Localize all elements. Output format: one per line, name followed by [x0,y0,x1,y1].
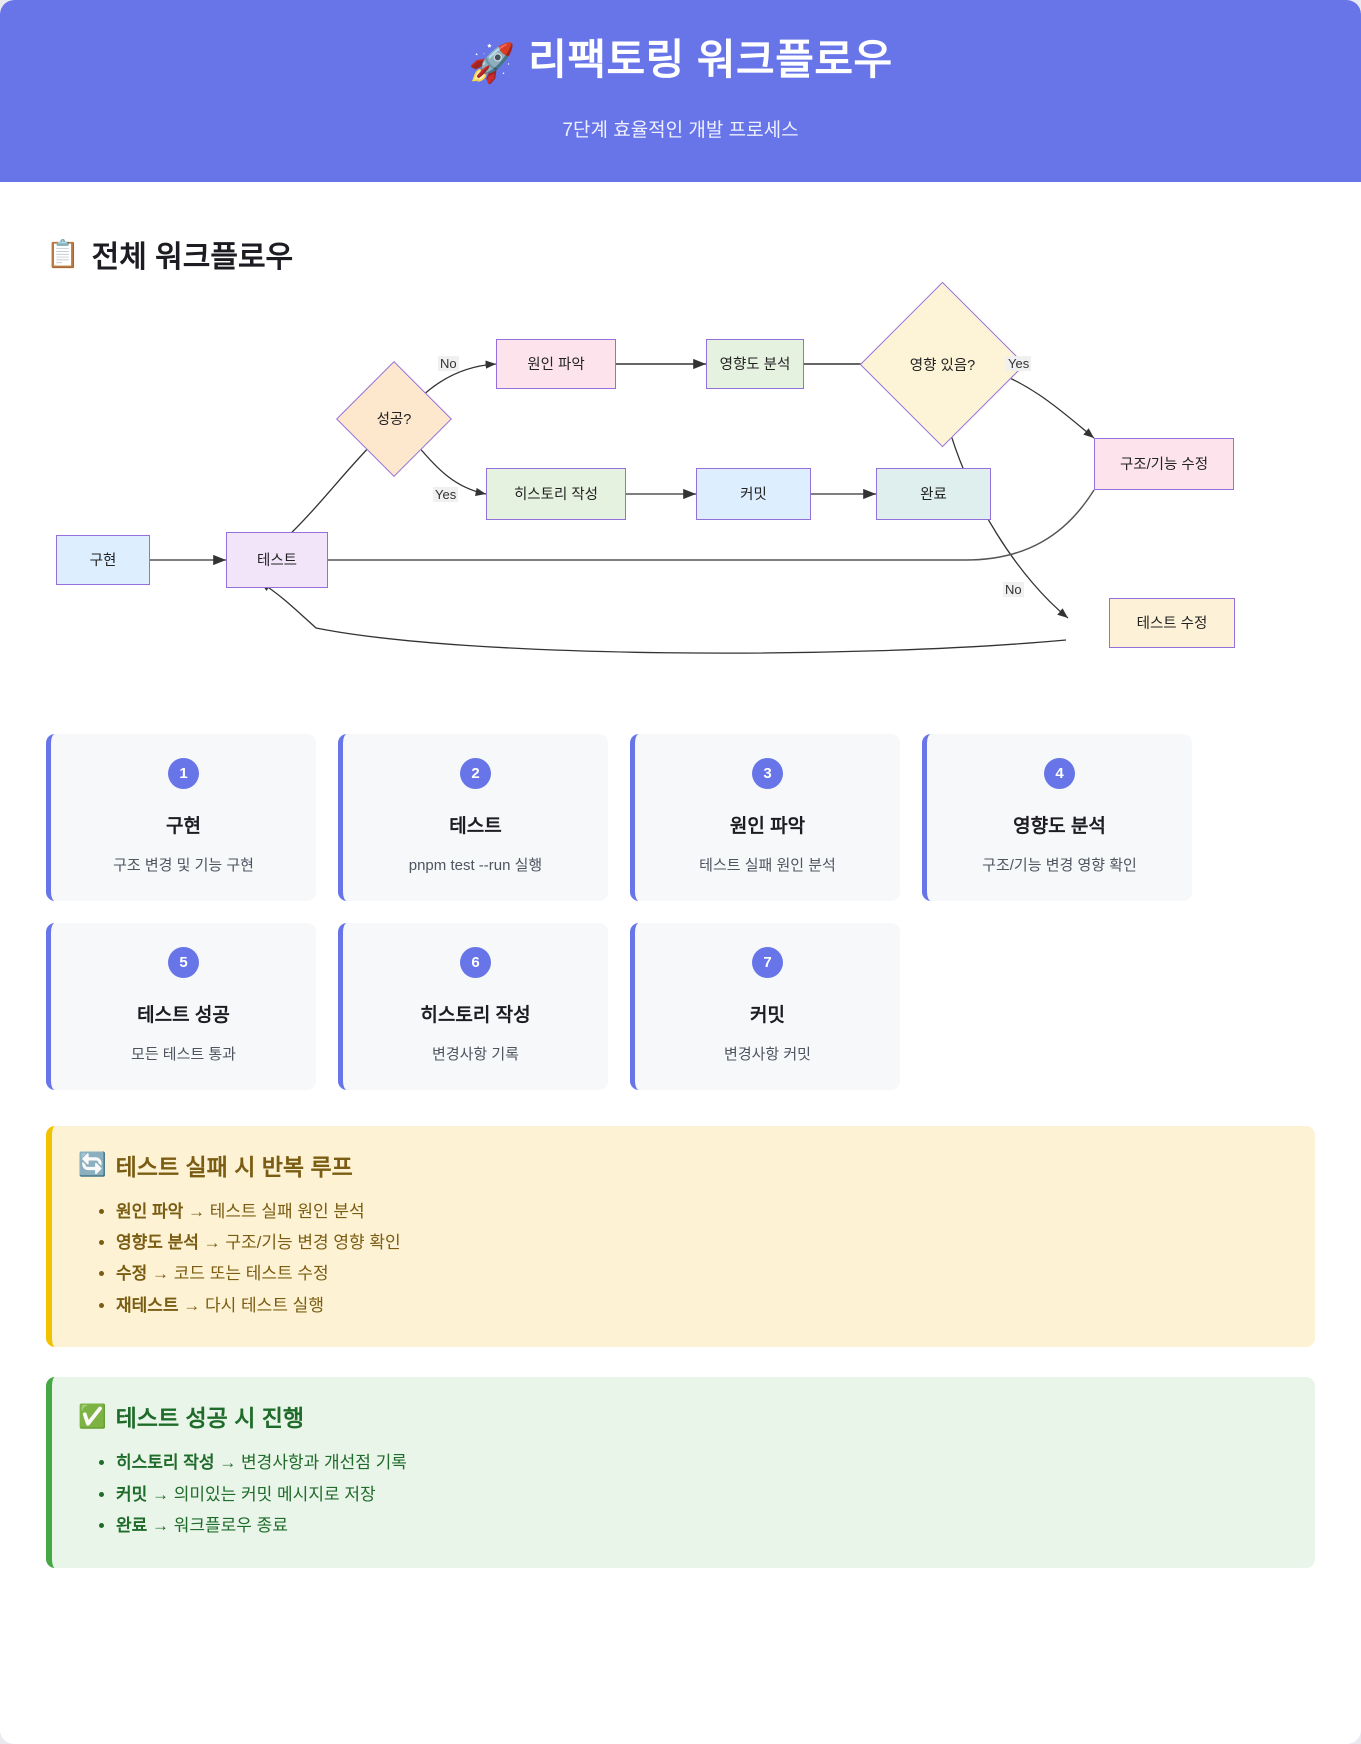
check-mark-icon: ✅ [78,1402,107,1429]
page-header: 🚀 리팩토링 워크플로우 7단계 효율적인 개발 프로세스 [0,0,1361,182]
flow-node-commit[interactable]: 커밋 [696,467,811,520]
refresh-icon: 🔄 [78,1151,107,1177]
step-title: 히스토리 작성 [420,1004,531,1026]
loop-panel-item: 영향도 분석 → 구조/기능 변경 영향 확인 [116,1227,1289,1258]
success-panel-item: 히스토리 작성 → 변경사항과 개선점 기록 [116,1447,1289,1478]
step-card[interactable]: 1 구현 구조 변경 및 기능 구현 [46,733,316,901]
step-description: pnpm test --run 실행 [408,856,543,874]
edge-label-no-success: No [438,355,459,371]
step-number: 1 [168,757,199,789]
arrow-icon: → [203,1232,221,1252]
flow-node-label: 원인 파악 [527,357,585,373]
loop-panel-item: 수정 → 코드 또는 테스트 수정 [116,1258,1289,1289]
rocket-icon: 🚀 [468,43,517,85]
step-card[interactable]: 3 원인 파악 테스트 실패 원인 분석 [630,733,900,901]
success-item-desc: 변경사항과 개선점 기록 [241,1453,407,1473]
section-heading-text: 전체 워크플로우 [91,240,294,274]
clipboard-icon: 📋 [46,238,80,269]
flow-node-label: 테스트 [256,553,298,569]
step-number: 6 [460,946,491,978]
flow-node-label: 커밋 [740,487,767,503]
step-description: 변경사항 커밋 [724,1045,811,1063]
success-panel-item: 완료 → 워크플로우 종료 [116,1510,1289,1541]
flow-node-history[interactable]: 히스토리 작성 [486,467,626,520]
step-title: 커밋 [750,1004,785,1026]
step-title: 테스트 [449,815,502,837]
loop-item-desc: 다시 테스트 실행 [205,1295,324,1315]
workflow-flowchart: 구현 테스트 원인 파악 영향도 분석 구조/기능 수정 테스트 수정 히스토리… [46,281,1315,700]
step-card[interactable]: 6 히스토리 작성 변경사항 기록 [338,922,608,1090]
page-title-text: 리팩토링 워크플로우 [528,36,893,83]
step-number: 7 [752,946,783,978]
loop-panel-list: 원인 파악 → 테스트 실패 원인 분석 영향도 분석 → 구조/기능 변경 영… [78,1196,1289,1322]
step-title: 영향도 분석 [1013,815,1106,837]
arrow-icon: → [183,1295,201,1315]
step-description: 구조/기능 변경 영향 확인 [982,856,1137,874]
page-subtitle: 7단계 효율적인 개발 프로세스 [562,119,799,141]
flow-node-impl[interactable]: 구현 [56,534,150,585]
success-item-term: 완료 [116,1516,148,1536]
flow-node-impact[interactable]: 영향도 분석 [706,338,804,389]
step-description: 테스트 실패 원인 분석 [699,856,836,874]
success-panel-title: 테스트 성공 시 진행 [115,1405,305,1432]
flow-node-label: 구현 [89,553,117,569]
arrow-icon: → [152,1264,170,1284]
loop-item-term: 재테스트 [116,1295,179,1315]
success-item-term: 커밋 [116,1484,148,1504]
loop-panel: 🔄 테스트 실패 시 반복 루프 원인 파악 → 테스트 실패 원인 분석 영향… [46,1125,1315,1348]
flow-node-fix-test[interactable]: 테스트 수정 [1109,597,1235,648]
success-item-desc: 워크플로우 종료 [173,1516,288,1536]
step-number: 2 [460,757,491,789]
flow-node-label: 영향도 분석 [719,357,791,373]
flow-node-cause[interactable]: 원인 파악 [496,338,616,389]
flow-node-done[interactable]: 완료 [876,467,991,520]
edge-label-yes-success: Yes [433,486,459,502]
success-panel-list: 히스토리 작성 → 변경사항과 개선점 기록 커밋 → 의미있는 커밋 메시지로… [78,1447,1289,1541]
step-title: 구현 [166,815,201,837]
step-card[interactable]: 2 테스트 pnpm test --run 실행 [338,733,608,901]
page-title: 🚀 리팩토링 워크플로우 [20,34,1341,89]
arrow-icon: → [152,1516,170,1536]
loop-item-desc: 코드 또는 테스트 수정 [173,1264,329,1284]
flow-node-label: 완료 [920,487,947,503]
step-description: 모든 테스트 통과 [131,1045,236,1063]
section-heading: 📋 전체 워크플로우 [46,232,1315,276]
flow-node-fix-code[interactable]: 구조/기능 수정 [1094,437,1234,490]
success-item-desc: 의미있는 커밋 메시지로 저장 [173,1484,376,1504]
step-card-grid: 1 구현 구조 변경 및 기능 구현 2 테스트 pnpm test --run… [46,733,1315,1090]
flow-node-label: 구조/기능 수정 [1119,457,1209,473]
step-title: 테스트 성공 [137,1004,230,1026]
loop-panel-heading: 🔄 테스트 실패 시 반복 루프 [78,1148,1289,1182]
loop-item-desc: 테스트 실패 원인 분석 [209,1201,365,1221]
success-panel: ✅ 테스트 성공 시 진행 히스토리 작성 → 변경사항과 개선점 기록 커밋 … [46,1377,1315,1568]
arrow-icon: → [219,1453,237,1473]
loop-panel-title: 테스트 실패 시 반복 루프 [115,1153,353,1180]
step-number: 5 [168,946,199,978]
edge-label-no-impact: No [1003,581,1024,597]
flow-node-label: 테스트 수정 [1136,616,1208,632]
step-number: 3 [752,757,783,789]
step-card[interactable]: 7 커밋 변경사항 커밋 [630,922,900,1090]
loop-item-term: 원인 파악 [116,1201,184,1221]
loop-item-term: 영향도 분석 [116,1232,199,1252]
step-card[interactable]: 5 테스트 성공 모든 테스트 통과 [46,922,316,1090]
edge-label-yes-impact: Yes [1006,355,1032,371]
flow-node-test[interactable]: 테스트 [226,531,328,588]
arrow-icon: → [188,1201,206,1221]
flow-node-label: 히스토리 작성 [513,487,599,503]
step-description: 구조 변경 및 기능 구현 [113,856,254,874]
loop-item-desc: 구조/기능 변경 영향 확인 [225,1232,401,1252]
step-description: 변경사항 기록 [432,1045,519,1063]
success-item-term: 히스토리 작성 [116,1453,215,1473]
step-number: 4 [1044,757,1075,789]
success-panel-item: 커밋 → 의미있는 커밋 메시지로 저장 [116,1479,1289,1510]
step-card[interactable]: 4 영향도 분석 구조/기능 변경 영향 확인 [922,733,1192,901]
step-title: 원인 파악 [729,815,806,837]
success-panel-heading: ✅ 테스트 성공 시 진행 [78,1399,1289,1433]
arrow-icon: → [152,1484,170,1504]
loop-item-term: 수정 [116,1264,148,1284]
page-body: 📋 전체 워크플로우 [0,182,1361,1658]
loop-panel-item: 재테스트 → 다시 테스트 실행 [116,1290,1289,1321]
loop-panel-item: 원인 파악 → 테스트 실패 원인 분석 [116,1196,1289,1227]
